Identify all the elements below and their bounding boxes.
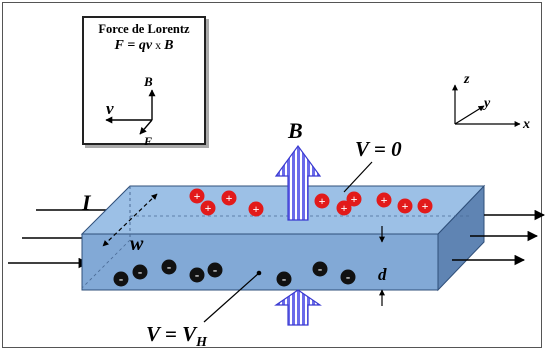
lorentz-force-box: Force de Lorentz F = qv x B B v F <box>82 16 206 148</box>
svg-text:+: + <box>253 202 260 216</box>
lorentz-box-title: Force de Lorentz <box>98 22 190 36</box>
lorentz-equation: F = qv x B <box>114 38 174 53</box>
magnetic-field-arrow <box>274 144 322 221</box>
positive-charge: + <box>346 191 362 207</box>
width-dimension-arrow <box>102 193 158 247</box>
svg-text:+: + <box>194 189 201 203</box>
axis-x-label: x <box>522 117 530 132</box>
current-out-arrows <box>452 209 545 266</box>
magnetic-field-label: B <box>287 118 303 143</box>
hall-voltage-label: V = VH <box>146 322 208 350</box>
negative-charge: - <box>312 261 328 277</box>
width-label: w <box>130 233 144 255</box>
top-voltage-leader <box>343 161 373 193</box>
negative-charge: - <box>207 262 223 278</box>
negative-charge: - <box>276 271 292 287</box>
svg-text:-: - <box>167 259 171 274</box>
svg-text:+: + <box>402 199 409 213</box>
thickness-label: d <box>378 265 387 284</box>
lorentz-B-label: B <box>143 74 153 89</box>
top-voltage-label: V = 0 <box>355 137 402 161</box>
svg-text:-: - <box>138 264 142 279</box>
negative-charge: - <box>132 264 148 280</box>
positive-charge: + <box>417 198 433 214</box>
hall-voltage-probe <box>203 270 262 323</box>
positive-charge: + <box>336 200 352 216</box>
lorentz-vectors: B v F <box>105 74 156 148</box>
svg-text:+: + <box>319 194 326 208</box>
svg-text:+: + <box>422 199 429 213</box>
negative-charges: - - - - - - - - <box>113 259 356 287</box>
svg-text:+: + <box>351 192 358 206</box>
svg-text:+: + <box>205 201 212 215</box>
axis-y-label: y <box>482 96 491 111</box>
current-label: I <box>81 190 92 215</box>
negative-charge: - <box>113 271 129 287</box>
positive-charge: + <box>221 190 237 206</box>
positive-charge: + <box>248 201 264 217</box>
negative-charge: - <box>161 259 177 275</box>
lorentz-v-label: v <box>106 99 114 118</box>
lorentz-F-label: F <box>143 134 152 148</box>
negative-charge: - <box>340 269 356 285</box>
svg-text:-: - <box>119 271 123 286</box>
svg-text:-: - <box>213 262 217 277</box>
svg-text:+: + <box>381 193 388 207</box>
magnetic-field-arrow-bottom <box>274 289 322 326</box>
positive-charge: + <box>397 198 413 214</box>
positive-charge: + <box>314 193 330 209</box>
positive-charge: + <box>376 192 392 208</box>
svg-text:-: - <box>346 269 350 284</box>
positive-charge: + <box>189 188 205 204</box>
svg-text:+: + <box>341 201 348 215</box>
positive-charge: + <box>200 200 216 216</box>
svg-text:+: + <box>226 191 233 205</box>
svg-text:-: - <box>318 261 322 276</box>
axis-z-label: z <box>463 72 470 87</box>
svg-text:-: - <box>282 271 286 286</box>
coordinate-axes: z y x <box>452 72 530 132</box>
positive-charges: + + + + + + + + + + <box>189 188 433 217</box>
negative-charge: - <box>189 267 205 283</box>
svg-text:-: - <box>195 267 199 282</box>
